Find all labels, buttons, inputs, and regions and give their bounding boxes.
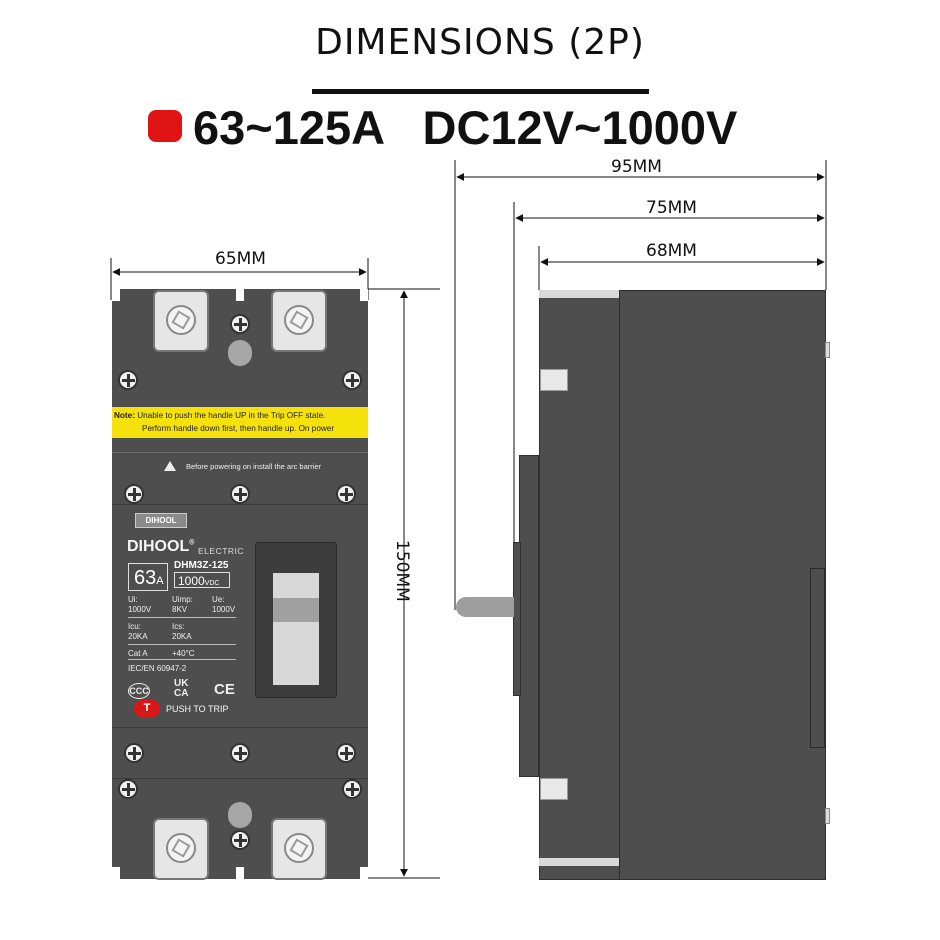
hex-bolt-icon [284, 833, 314, 863]
title-underline [312, 89, 649, 94]
side-handle-base [513, 542, 521, 696]
note-label: Note: [114, 411, 135, 420]
brand-subtitle: ELECTRIC [198, 546, 245, 556]
brand-badge: DIHOOL [135, 513, 187, 528]
push-to-trip-button[interactable]: T [134, 700, 160, 717]
divider [112, 452, 368, 453]
screw-icon [124, 484, 144, 504]
spec-ics-value: 20KA [172, 632, 192, 641]
screw-icon [230, 314, 250, 334]
hex-bolt-icon [166, 833, 196, 863]
bottom-terminal-left [153, 818, 209, 880]
side-front-step [519, 455, 539, 777]
rating-value: 63 [134, 567, 157, 589]
side-handle-lever [456, 597, 514, 617]
brand-logo: DIHOOL® [127, 538, 194, 556]
breaker-side-body [539, 290, 826, 880]
rating-unit: A [156, 575, 164, 587]
top-terminal-left [153, 290, 209, 352]
arc-barrier-warning: Before powering on install the arc barri… [186, 462, 322, 471]
side-divider [619, 290, 620, 880]
divider [112, 504, 368, 505]
side-width-68-label: 68MM [646, 241, 697, 261]
spec-ue-label: Ue: [212, 595, 225, 604]
note-line-2: Perform handle down first, then handle u… [142, 424, 335, 433]
ukca-bottom: CA [174, 688, 189, 699]
side-terminal-strip [539, 290, 619, 298]
side-screw-tab [540, 778, 568, 800]
registered-mark: ® [189, 539, 195, 547]
spec-icu-value: 20KA [128, 632, 148, 641]
voltage-unit: VDC [204, 580, 220, 587]
spec-uimp-label: Uimp: [172, 595, 193, 604]
voltage-value: 1000 [178, 574, 205, 588]
divider [112, 727, 368, 728]
notch [360, 289, 368, 301]
spec-ics-label: Ics: [172, 622, 185, 631]
cover-knob [228, 340, 252, 366]
handle-grip [273, 598, 319, 622]
spec-icu-label: Icu: [128, 622, 141, 631]
screw-icon [342, 779, 362, 799]
side-clip [825, 808, 830, 824]
push-to-trip-label: PUSH TO TRIP [166, 704, 229, 714]
voltage-rating: 1000VDC [174, 572, 230, 588]
note-band: Note: Unable to push the handle UP in th… [112, 407, 368, 438]
screw-icon [336, 743, 356, 763]
spec-temperature: +40°C [172, 649, 195, 658]
divider [128, 659, 236, 660]
side-width-95-label: 95MM [611, 157, 662, 177]
screw-icon [118, 370, 138, 390]
notch [236, 289, 244, 301]
notch [112, 289, 120, 301]
screw-icon [342, 370, 362, 390]
screw-icon [230, 830, 250, 850]
spec-ue-value: 1000V [212, 605, 236, 614]
spec-uimp-value: 8KV [172, 605, 188, 614]
screw-icon [230, 484, 250, 504]
ukca-top: UK [174, 678, 189, 689]
side-screw-tab [540, 369, 568, 391]
screw-icon [336, 484, 356, 504]
cover-knob [228, 802, 252, 828]
brand-name: DIHOOL [127, 538, 190, 555]
spec-standard: IEC/EN 60947-2 [128, 664, 187, 673]
notch [236, 867, 244, 879]
notch [360, 867, 368, 879]
hex-bolt-icon [284, 305, 314, 335]
ccc-cert-icon: CCC [128, 683, 150, 699]
model-number: DHM3Z-125 [174, 560, 229, 571]
spec-ui-value: 1000V [128, 605, 152, 614]
current-rating: 63A [128, 563, 168, 591]
hex-bolt-icon [166, 305, 196, 335]
ce-cert-icon: CE [214, 681, 235, 698]
divider [112, 778, 368, 779]
page-title: DIMENSIONS (2P) [315, 22, 645, 63]
spec-ui-label: Ui: [128, 595, 138, 604]
divider [128, 617, 236, 618]
red-bullet-icon [148, 110, 182, 142]
side-terminal-strip [539, 858, 619, 866]
notch [112, 867, 120, 879]
rating-subtitle: 63~125A DC12V~1000V [193, 101, 738, 154]
side-width-75-label: 75MM [646, 198, 697, 218]
bottom-terminal-right [271, 818, 327, 880]
screw-icon [230, 743, 250, 763]
spec-category: Cat A [128, 649, 148, 658]
height-label: 150MM [392, 540, 412, 602]
screw-icon [124, 743, 144, 763]
side-clip [825, 342, 830, 358]
screw-icon [118, 779, 138, 799]
warning-icon [164, 461, 176, 471]
front-width-label: 65MM [215, 249, 266, 269]
note-line-1: Unable to push the handle UP in the Trip… [137, 411, 326, 420]
side-rear-rail [810, 568, 825, 748]
breaker-handle[interactable] [273, 573, 319, 685]
divider [128, 644, 236, 645]
top-terminal-right [271, 290, 327, 352]
